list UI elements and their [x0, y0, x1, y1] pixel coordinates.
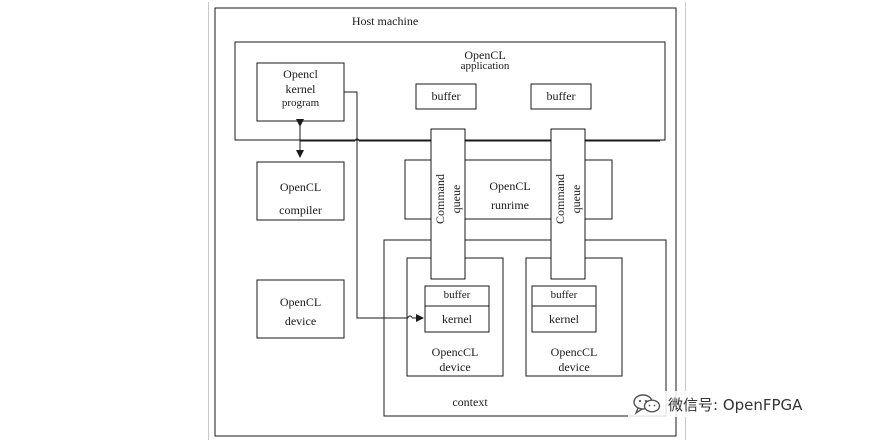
watermark: 微信号: OpenFPGA [628, 391, 807, 417]
host-machine-box [214, 7, 677, 437]
host-machine-title: Host machine [351, 14, 419, 28]
app-buffer-right-label: buffer [546, 89, 576, 103]
kernel-program-line-2: kernel [285, 82, 316, 96]
device-2-line-1: OpencCL [550, 345, 598, 359]
app-buffer-right-box [530, 83, 592, 110]
compiler-line-1: OpenCL [279, 180, 322, 194]
runtime-label: OpenCL runrime [470, 177, 550, 215]
kernel-program-line-1: Opencl [283, 67, 318, 81]
device-2-kernel-label: kernel [549, 312, 579, 326]
command-queue-2-line-2: queue [568, 184, 583, 214]
app-buffer-left-box [415, 83, 477, 110]
context-label: context [452, 395, 488, 409]
device-1-line-1: OpencCL [431, 345, 479, 359]
kernel-link-hop [407, 315, 413, 319]
runtime-line-1: OpenCL [489, 179, 531, 193]
context-box [383, 239, 667, 417]
kernel-program-line-3: program [281, 97, 320, 109]
command-queue-2-line-1: Command [553, 174, 567, 224]
application-label: OpenCL application [440, 48, 530, 74]
device-2-label: OpencCL device [526, 345, 622, 375]
command-queue-1-line-2: queue [448, 184, 463, 214]
host-device-label: OpenCL device [257, 293, 344, 331]
kernel-program-label: Opencl kernel program [257, 67, 344, 111]
command-queue-2-label: Command queue [553, 159, 583, 239]
device-2-kernel-box [531, 305, 597, 333]
device-1-buffer-label: buffer [443, 289, 471, 301]
kernel-link-line [344, 91, 408, 319]
watermark-text: 微信号: OpenFPGA [668, 395, 803, 414]
command-queue-1-line-1: Command [433, 174, 447, 224]
command-queue-1-label: Command queue [433, 159, 463, 239]
wechat-icon [633, 394, 661, 415]
command-queue-1-box [430, 128, 466, 280]
host-device-line-1: OpenCL [279, 295, 322, 309]
runtime-box [404, 159, 613, 220]
host-device-line-2: device [284, 314, 317, 329]
application-line-2: application [460, 60, 510, 72]
device-2-buffer-label: buffer [550, 289, 578, 301]
app-buffer-left-label: buffer [431, 89, 461, 103]
compiler-line-2: compiler [279, 202, 322, 217]
host-device-box [256, 279, 345, 339]
command-queue-2-box [550, 128, 586, 280]
application-line-1: OpenCL [464, 48, 506, 62]
device-1-label: OpencCL device [407, 345, 503, 375]
device-1-kernel-label: kernel [442, 312, 472, 326]
device-2-line-2: device [558, 360, 590, 374]
host-frame [208, 2, 686, 440]
compiler-label: OpenCL compiler [257, 176, 344, 222]
device-1-kernel-box [424, 305, 490, 333]
runtime-line-2: runrime [491, 198, 529, 213]
device-1-line-2: device [439, 360, 471, 374]
compiler-box [256, 161, 345, 221]
